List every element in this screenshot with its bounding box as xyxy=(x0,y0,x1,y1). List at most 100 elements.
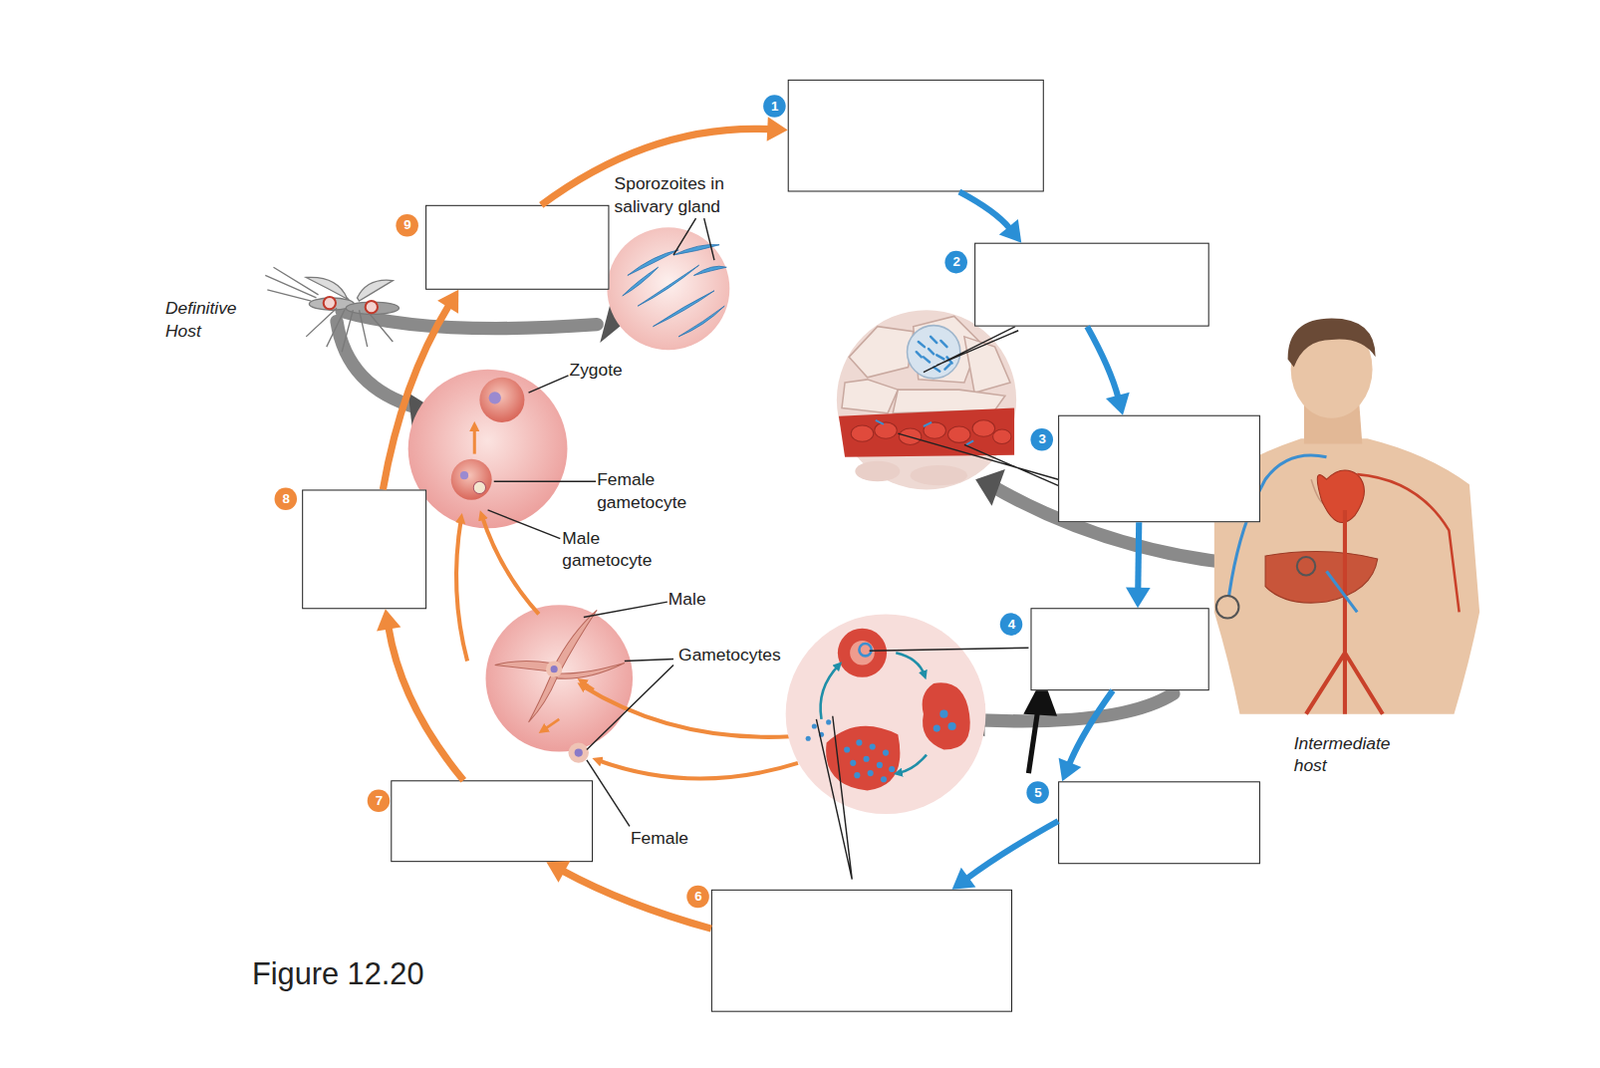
arrow-line xyxy=(388,626,464,781)
callout-number: 5 xyxy=(1027,782,1051,805)
blood-stage-view-part-part xyxy=(862,756,869,763)
gametocytes-view-part xyxy=(550,665,558,673)
cycle-arrow xyxy=(545,860,711,929)
leader-line-part xyxy=(583,601,668,617)
liver-view-part-part xyxy=(948,426,972,443)
blood-stage-view-part-part xyxy=(933,724,941,732)
mosquito-part xyxy=(323,296,336,309)
mosquito-part xyxy=(305,307,393,352)
callout-number: 3 xyxy=(1031,428,1055,452)
gametocytes-view xyxy=(486,604,633,764)
label-box: 4 xyxy=(1030,607,1209,691)
pathway-arrow-part xyxy=(456,518,468,661)
fertilization-view-part xyxy=(489,391,502,404)
human-figure-part xyxy=(1306,510,1383,715)
gametocytes-view-part-part xyxy=(495,660,551,671)
text-label: Male xyxy=(668,588,730,612)
blood-stage-view-part-part xyxy=(888,766,895,773)
callout-number: 6 xyxy=(687,885,711,909)
blood-stage-view-part xyxy=(786,613,987,814)
text-label: Definitive Host xyxy=(165,297,258,343)
pathway-arrow-part xyxy=(481,515,538,614)
transfer-arrow-part xyxy=(979,693,1174,722)
leader-line-part xyxy=(815,716,852,880)
liver-view-part-part xyxy=(964,336,1011,393)
pathway-arrow-part xyxy=(581,685,792,738)
blood-stage-view-part xyxy=(837,628,887,678)
cycle-arrow xyxy=(1125,522,1151,608)
liver-view-part xyxy=(907,325,961,379)
arrowhead xyxy=(767,116,789,142)
liver-view xyxy=(836,309,1017,490)
blood-stage-view-part-part xyxy=(825,719,831,725)
gametocytes-view-part xyxy=(486,604,633,752)
gametocytes-view-part xyxy=(574,749,583,758)
human-figure-part xyxy=(1326,570,1357,612)
liver-view-part xyxy=(841,315,1011,413)
leader-line-part xyxy=(586,760,630,827)
arrow-line xyxy=(959,191,1011,229)
liver-view-part-part xyxy=(854,461,900,482)
cycle-arrow xyxy=(1059,690,1113,782)
blood-stage-view-part-part xyxy=(849,760,856,767)
label-box: 9 xyxy=(425,205,609,290)
label-box: 7 xyxy=(390,780,593,862)
label-box: 5 xyxy=(1058,781,1261,864)
arrow-line xyxy=(1086,326,1118,398)
liver-view-part xyxy=(854,461,968,487)
blood-stage-view-part xyxy=(933,710,957,733)
blood-stage-view-part-part xyxy=(805,736,811,742)
blood-stage-view-part-part xyxy=(897,755,927,774)
cycle-arrow xyxy=(376,608,464,781)
salivary-gland-view-part xyxy=(622,244,727,336)
blood-stage-view-part xyxy=(820,652,927,774)
leader-line-part xyxy=(869,647,1030,651)
gametocytes-view-part-part xyxy=(529,675,558,723)
arrowhead xyxy=(376,608,401,631)
text-label: Male gametocyte xyxy=(561,527,670,572)
salivary-gland-view-part-part xyxy=(678,305,725,337)
gametocytes-view-part xyxy=(495,609,625,723)
gametocytes-view-part xyxy=(545,660,562,677)
liver-view-part-part xyxy=(874,422,898,439)
human-figure-part xyxy=(1216,595,1240,619)
human-figure-part xyxy=(1297,556,1316,575)
arrowhead xyxy=(999,219,1022,244)
callout-number: 8 xyxy=(274,488,298,512)
arrow-line xyxy=(562,870,712,929)
liver-view-part-part xyxy=(841,379,898,414)
text-label: Sporozoites in salivary gland xyxy=(614,173,743,219)
arrowhead xyxy=(952,867,977,890)
transfer-arrowhead-part xyxy=(975,469,1006,507)
cycle-arrow xyxy=(959,191,1022,243)
label-box: 6 xyxy=(711,889,1013,1013)
label-box: 8 xyxy=(301,489,427,609)
blood-stage-view-part-part xyxy=(876,762,883,769)
transfer-arrow-part xyxy=(336,321,419,409)
human-figure-part xyxy=(1265,551,1378,604)
liver-view-part-part xyxy=(910,465,968,486)
leader-line-part xyxy=(529,375,569,393)
arrowhead xyxy=(1059,758,1082,783)
gametocytes-view-part-part xyxy=(555,663,625,680)
blood-stage-view xyxy=(786,613,987,814)
liver-view-part-part xyxy=(993,429,1012,444)
human-figure-part xyxy=(1356,474,1459,612)
liver-view-part-part xyxy=(848,326,914,378)
human-figure-part xyxy=(1288,317,1376,367)
fertilization-view-part xyxy=(408,369,568,530)
blood-stage-view-part-part xyxy=(882,750,889,757)
salivary-gland-view-part-part xyxy=(622,266,659,296)
arrowhead xyxy=(1125,587,1151,609)
blood-stage-view-part-part xyxy=(939,710,948,719)
leader-line-part xyxy=(494,481,596,483)
mosquito-part xyxy=(356,279,393,301)
fertilization-view-part xyxy=(479,377,525,423)
fertilization-view-part xyxy=(473,426,477,455)
arrowhead xyxy=(1105,392,1130,416)
fertilization-view xyxy=(408,369,568,530)
blood-stage-view-part-part xyxy=(948,722,957,731)
liver-view-part xyxy=(838,408,1015,458)
